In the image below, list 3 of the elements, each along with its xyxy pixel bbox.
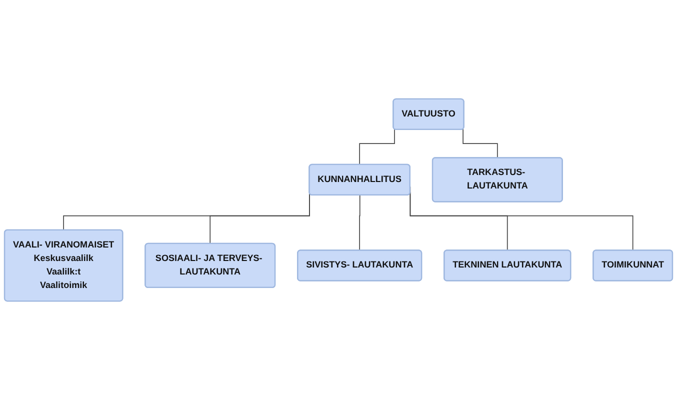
connector (359, 194, 360, 251)
connector (462, 128, 498, 158)
connector (359, 128, 395, 166)
